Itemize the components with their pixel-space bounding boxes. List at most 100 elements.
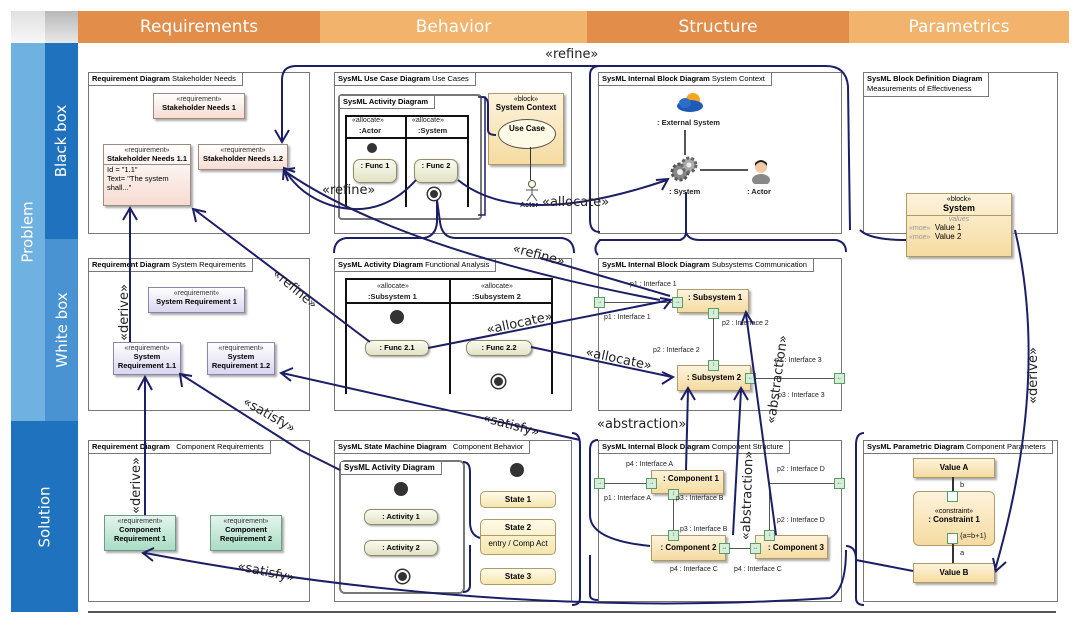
value-a[interactable]: Value A bbox=[913, 458, 995, 478]
part-component-2[interactable]: : Component 2 bbox=[651, 535, 726, 561]
diagram-subsystems-communication[interactable]: SysML Internal Block Diagram Subsystems … bbox=[598, 258, 842, 411]
label-abstraction-1: «abstraction» bbox=[597, 417, 687, 432]
arrowhead bbox=[122, 206, 138, 221]
abstraction-arrow-3 bbox=[745, 313, 777, 536]
lane-subsystem-2: :Subsystem 2 bbox=[472, 292, 521, 301]
connector bbox=[604, 302, 672, 303]
port-label: p3 : Interface B bbox=[676, 495, 724, 502]
req-stakeholder-needs-1-1[interactable]: «requirement» Stakeholder Needs 1.1 Id =… bbox=[103, 144, 191, 206]
refine-top-arrow bbox=[281, 65, 851, 231]
action-func-2-2[interactable]: : Func 2.2 bbox=[466, 340, 532, 356]
block-system-moe[interactable]: «block» System values «moe» Value 1 «moe… bbox=[906, 193, 1012, 257]
bottom-divider bbox=[88, 611, 1056, 613]
swimlane-subsystem-2 bbox=[447, 278, 553, 394]
arrowhead bbox=[274, 129, 290, 144]
port-label: p4 : Interface C bbox=[670, 566, 718, 573]
port[interactable]: → bbox=[672, 297, 683, 308]
port[interactable]: ← bbox=[834, 478, 845, 489]
satisfy-arrow-1 bbox=[181, 374, 341, 471]
refine-to-subsystem-arrow bbox=[539, 257, 671, 297]
arrowhead bbox=[141, 547, 155, 562]
diagram-tab: SysML Internal Block Diagram System Cont… bbox=[599, 73, 772, 86]
label-refine-top: «refine» bbox=[545, 47, 599, 62]
port-label: p2 : Interface D bbox=[777, 466, 825, 473]
diagram-tab: SysML Parametric Diagram Component Param… bbox=[864, 441, 1053, 454]
action-func-2[interactable]: : Func 2 bbox=[414, 159, 458, 183]
use-case-bracket bbox=[481, 96, 497, 136]
allocate-mid1-arrow bbox=[427, 299, 671, 349]
lane-stereo-actor: «allocate» bbox=[352, 117, 384, 124]
action-func-1[interactable]: : Func 1 bbox=[353, 159, 397, 183]
part-component-1[interactable]: : Component 1 bbox=[651, 470, 724, 494]
req-stakeholder-needs-1-2[interactable]: «requirement»Stakeholder Needs 1.2 bbox=[198, 144, 288, 170]
connector-actor bbox=[700, 169, 748, 171]
port[interactable]: ← bbox=[834, 373, 845, 384]
action-activity-1[interactable]: : Activity 1 bbox=[364, 509, 438, 525]
constraint-param-b[interactable] bbox=[947, 491, 958, 502]
connector bbox=[673, 499, 674, 530]
diagram-tab: SysML Activity Diagram Functional Analys… bbox=[335, 259, 497, 272]
port[interactable]: ↕ bbox=[708, 360, 719, 371]
swimlane-system bbox=[403, 115, 469, 207]
connector bbox=[604, 483, 646, 484]
port[interactable]: ↓ bbox=[764, 530, 775, 541]
diagram-tab: SysML Use Case Diagram Use Cases bbox=[335, 73, 476, 86]
row-label-white-box: White box bbox=[45, 239, 78, 421]
external-system-label: : External System bbox=[657, 118, 720, 127]
label-refine-left: «refine» bbox=[322, 183, 376, 198]
req-stakeholder-needs-1[interactable]: «requirement»Stakeholder Needs 1 bbox=[153, 93, 245, 119]
actor-person-icon bbox=[751, 158, 771, 186]
arrowhead bbox=[178, 372, 193, 388]
derive-right-arrow bbox=[994, 229, 1030, 571]
actor-ibd-label: : Actor bbox=[747, 187, 771, 196]
behavior-brace-3 bbox=[571, 432, 581, 606]
diagram-tab: SysML Activity Diagram bbox=[341, 462, 442, 475]
diagram-component-structure[interactable]: SysML Internal Block Diagram Component S… bbox=[598, 440, 842, 602]
constraint-equation: {a=b+1} bbox=[960, 531, 987, 540]
use-case-ellipse[interactable]: Use Case bbox=[498, 119, 556, 149]
req-system-requirement-1[interactable]: «requirement»System Requirement 1 bbox=[148, 287, 245, 313]
corner-block-2 bbox=[45, 11, 78, 43]
port[interactable]: → bbox=[646, 478, 657, 489]
structure-brace-top bbox=[589, 65, 601, 233]
port[interactable]: ↔ bbox=[750, 543, 761, 554]
action-func-2-1[interactable]: : Func 2.1 bbox=[365, 340, 429, 356]
value-b[interactable]: Value B bbox=[913, 563, 995, 583]
parametric-brace-link bbox=[845, 545, 914, 572]
final-node bbox=[396, 570, 409, 583]
label-derive-right: «derive» bbox=[1025, 347, 1041, 404]
state-2[interactable]: State 2 entry / Comp Act bbox=[480, 519, 556, 555]
connector bbox=[769, 483, 834, 484]
moe-link bbox=[859, 229, 907, 241]
arrowhead bbox=[992, 557, 1007, 573]
parametric-brace bbox=[855, 432, 865, 606]
constraint-param-a[interactable] bbox=[947, 533, 958, 544]
port-label: p2 : Interface 2 bbox=[653, 347, 700, 354]
port-label: p3 : Interface 3 bbox=[775, 357, 822, 364]
diagram-system-context[interactable]: SysML Internal Block Diagram System Cont… bbox=[598, 72, 842, 234]
connector-ext-system bbox=[684, 130, 686, 155]
action-activity-2[interactable]: : Activity 2 bbox=[364, 540, 438, 556]
state-1[interactable]: State 1 bbox=[480, 491, 556, 508]
lane-stereo-system: «allocate» bbox=[412, 117, 444, 124]
structure-brace-mid bbox=[594, 192, 847, 256]
port[interactable]: ↕ bbox=[668, 530, 679, 541]
column-header-parametrics: Parametrics bbox=[849, 11, 1069, 43]
corner-block bbox=[11, 11, 45, 43]
actor-association bbox=[530, 147, 531, 180]
state-3[interactable]: State 3 bbox=[480, 568, 556, 585]
port-label: p3 : Interface B bbox=[680, 526, 728, 533]
port-label: p1 : Interface A bbox=[604, 495, 652, 502]
row-label-problem: Problem bbox=[11, 43, 45, 421]
allocate-mid2-arrow bbox=[530, 346, 673, 378]
refine-func2-arrow bbox=[284, 169, 417, 211]
port-label: p2 : Interface D bbox=[777, 517, 825, 524]
column-header-structure: Structure bbox=[587, 11, 849, 43]
port-label: p1 : Interface 1 bbox=[630, 281, 677, 288]
